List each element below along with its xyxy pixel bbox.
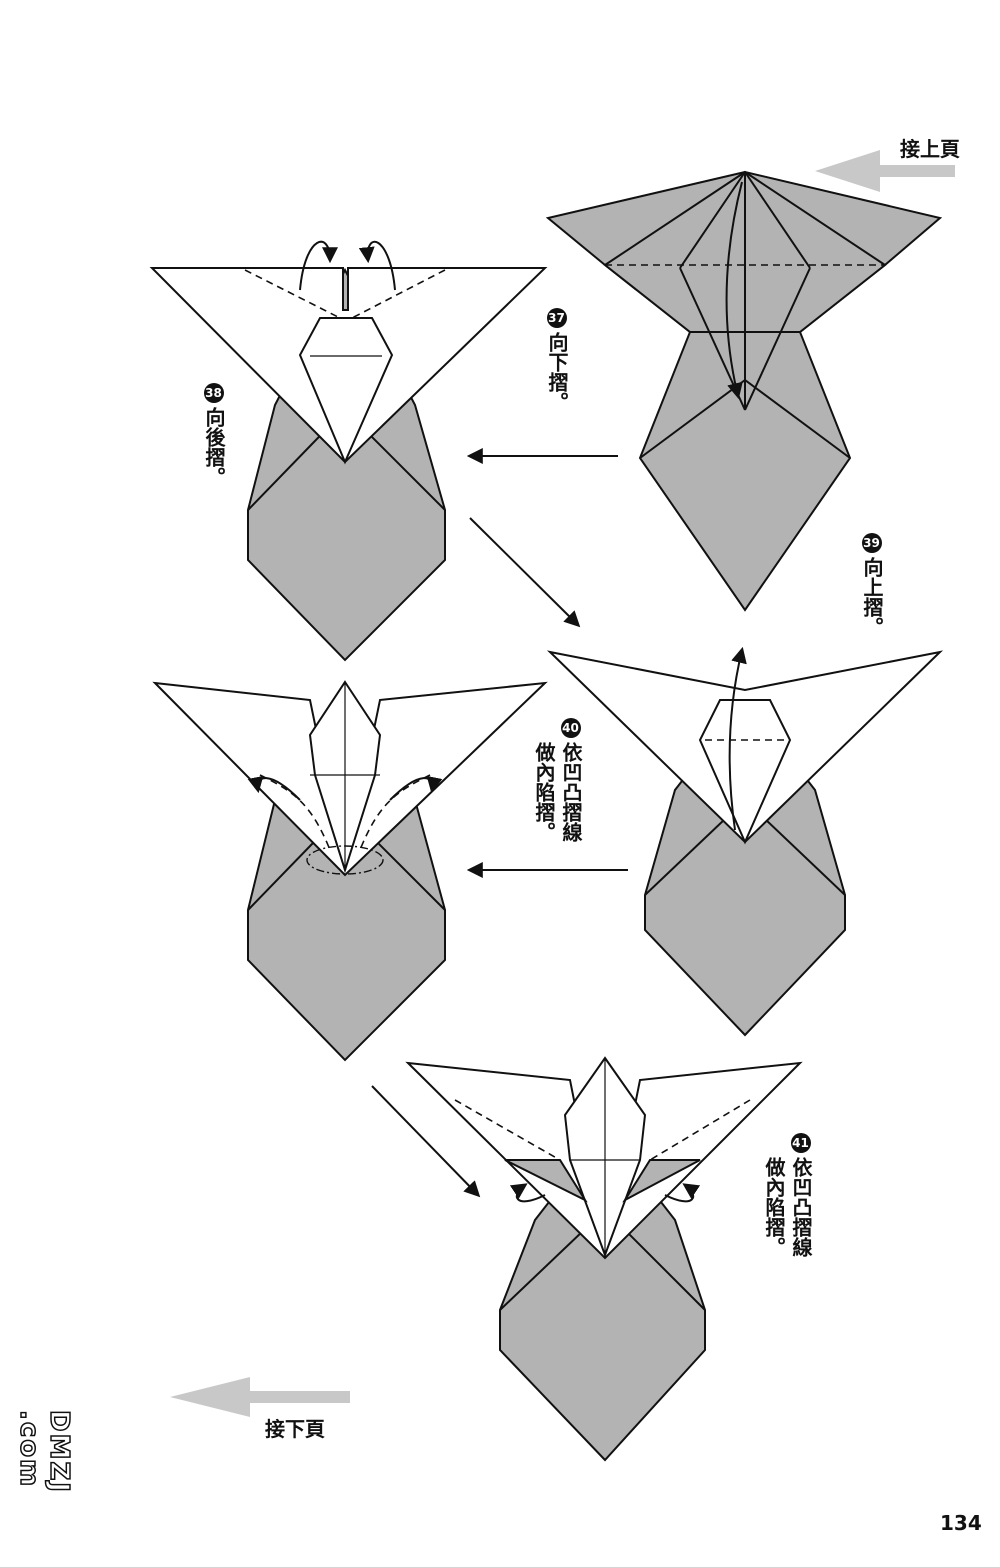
step-40-label: 40 依凹凸摺線 做內陷摺。 [532,718,583,842]
step-38-label: 38 向後摺。 [202,383,226,487]
step-39-label: 39 向上摺。 [860,533,884,637]
step-37-instruction: 向下摺。 [545,332,569,412]
step-38-instruction: 向後摺。 [202,407,226,487]
step-40-instruction-line2: 做內陷摺。 [532,742,556,842]
figure-step-38 [149,240,548,662]
figure-step-40 [152,680,548,1062]
prev-page-label: 接上頁 [900,137,960,161]
step-39-number: 39 [861,533,882,553]
step-40-instruction-line1: 依凹凸摺線 [559,742,583,842]
step-37-label: 37 向下摺。 [545,308,569,412]
step-38-number: 38 [203,383,224,403]
step-39-instruction: 向上摺。 [860,557,884,637]
watermark-logo: DMZJ .com [13,1409,75,1494]
step-37-number: 37 [546,308,567,328]
step-41-number: 41 [790,1133,811,1153]
step-41-instruction-line1: 依凹凸摺線 [789,1157,813,1257]
step-41-instruction-line2: 做內陷摺。 [762,1157,786,1257]
step-41-label: 41 依凹凸摺線 做內陷摺。 [762,1133,813,1257]
arrow-38-to-39-icon [469,517,581,628]
figure-step-41 [405,1056,803,1462]
next-page-arrow-icon [170,1377,350,1417]
arrow-40-to-41-icon [371,1085,481,1198]
next-page-label: 接下頁 [265,1417,325,1441]
step-40-number: 40 [560,718,581,738]
prev-page-arrow-icon [815,150,955,192]
figure-step-39 [546,646,944,1037]
page-number: 134 [940,1511,982,1535]
figure-step-37 [545,170,943,612]
